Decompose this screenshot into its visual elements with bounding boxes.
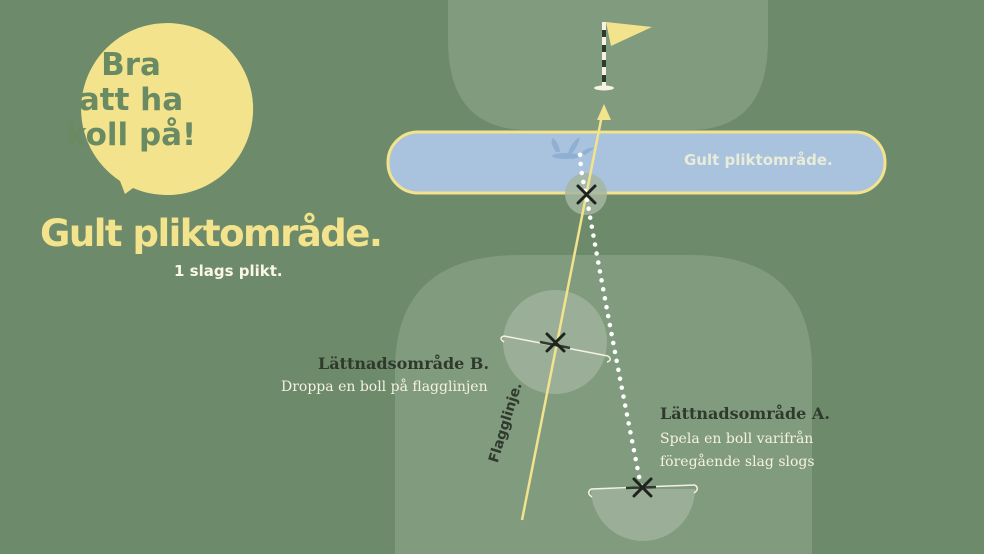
- relief-a-description: Spela en boll varifrån föregående slag s…: [660, 428, 815, 474]
- bubble-line-1: Bra: [101, 47, 161, 83]
- crossing-point-x-icon: [576, 184, 597, 205]
- bubble-text: Bra att ha koll på!: [48, 48, 214, 153]
- bubble-line-3: koll på!: [65, 117, 197, 153]
- speech-bubble: [81, 23, 254, 196]
- relief-area-a-semicircle: [591, 489, 695, 541]
- relief-a-description-line-2: föregående slag slogs: [660, 454, 815, 470]
- putting-green: [448, 0, 768, 130]
- relief-a-title: Lättnadsområde A.: [660, 404, 830, 423]
- relief-a-x-icon: [632, 477, 653, 498]
- relief-b-x-icon: [545, 332, 566, 353]
- splash-icon: [551, 137, 594, 159]
- relief-a-description-line-1: Spela en boll varifrån: [660, 431, 814, 447]
- yellow-penalty-area: [386, 130, 887, 195]
- ball-flight-path: [577, 147, 644, 489]
- relief-b-title: Lättnadsområde B.: [318, 354, 490, 373]
- penalty-area-label: Gult pliktområde.: [684, 151, 833, 169]
- relief-b-description: Droppa en boll på flagglinjen: [281, 379, 488, 395]
- flag-line: [520, 109, 605, 521]
- page-subtitle: 1 slags plikt.: [174, 262, 283, 280]
- bubble-line-2: att ha: [78, 82, 184, 118]
- flag-line-arrowhead: [597, 104, 611, 120]
- flag-icon: [594, 22, 652, 91]
- fairway: [395, 255, 812, 554]
- page-title: Gult pliktområde.: [40, 212, 383, 255]
